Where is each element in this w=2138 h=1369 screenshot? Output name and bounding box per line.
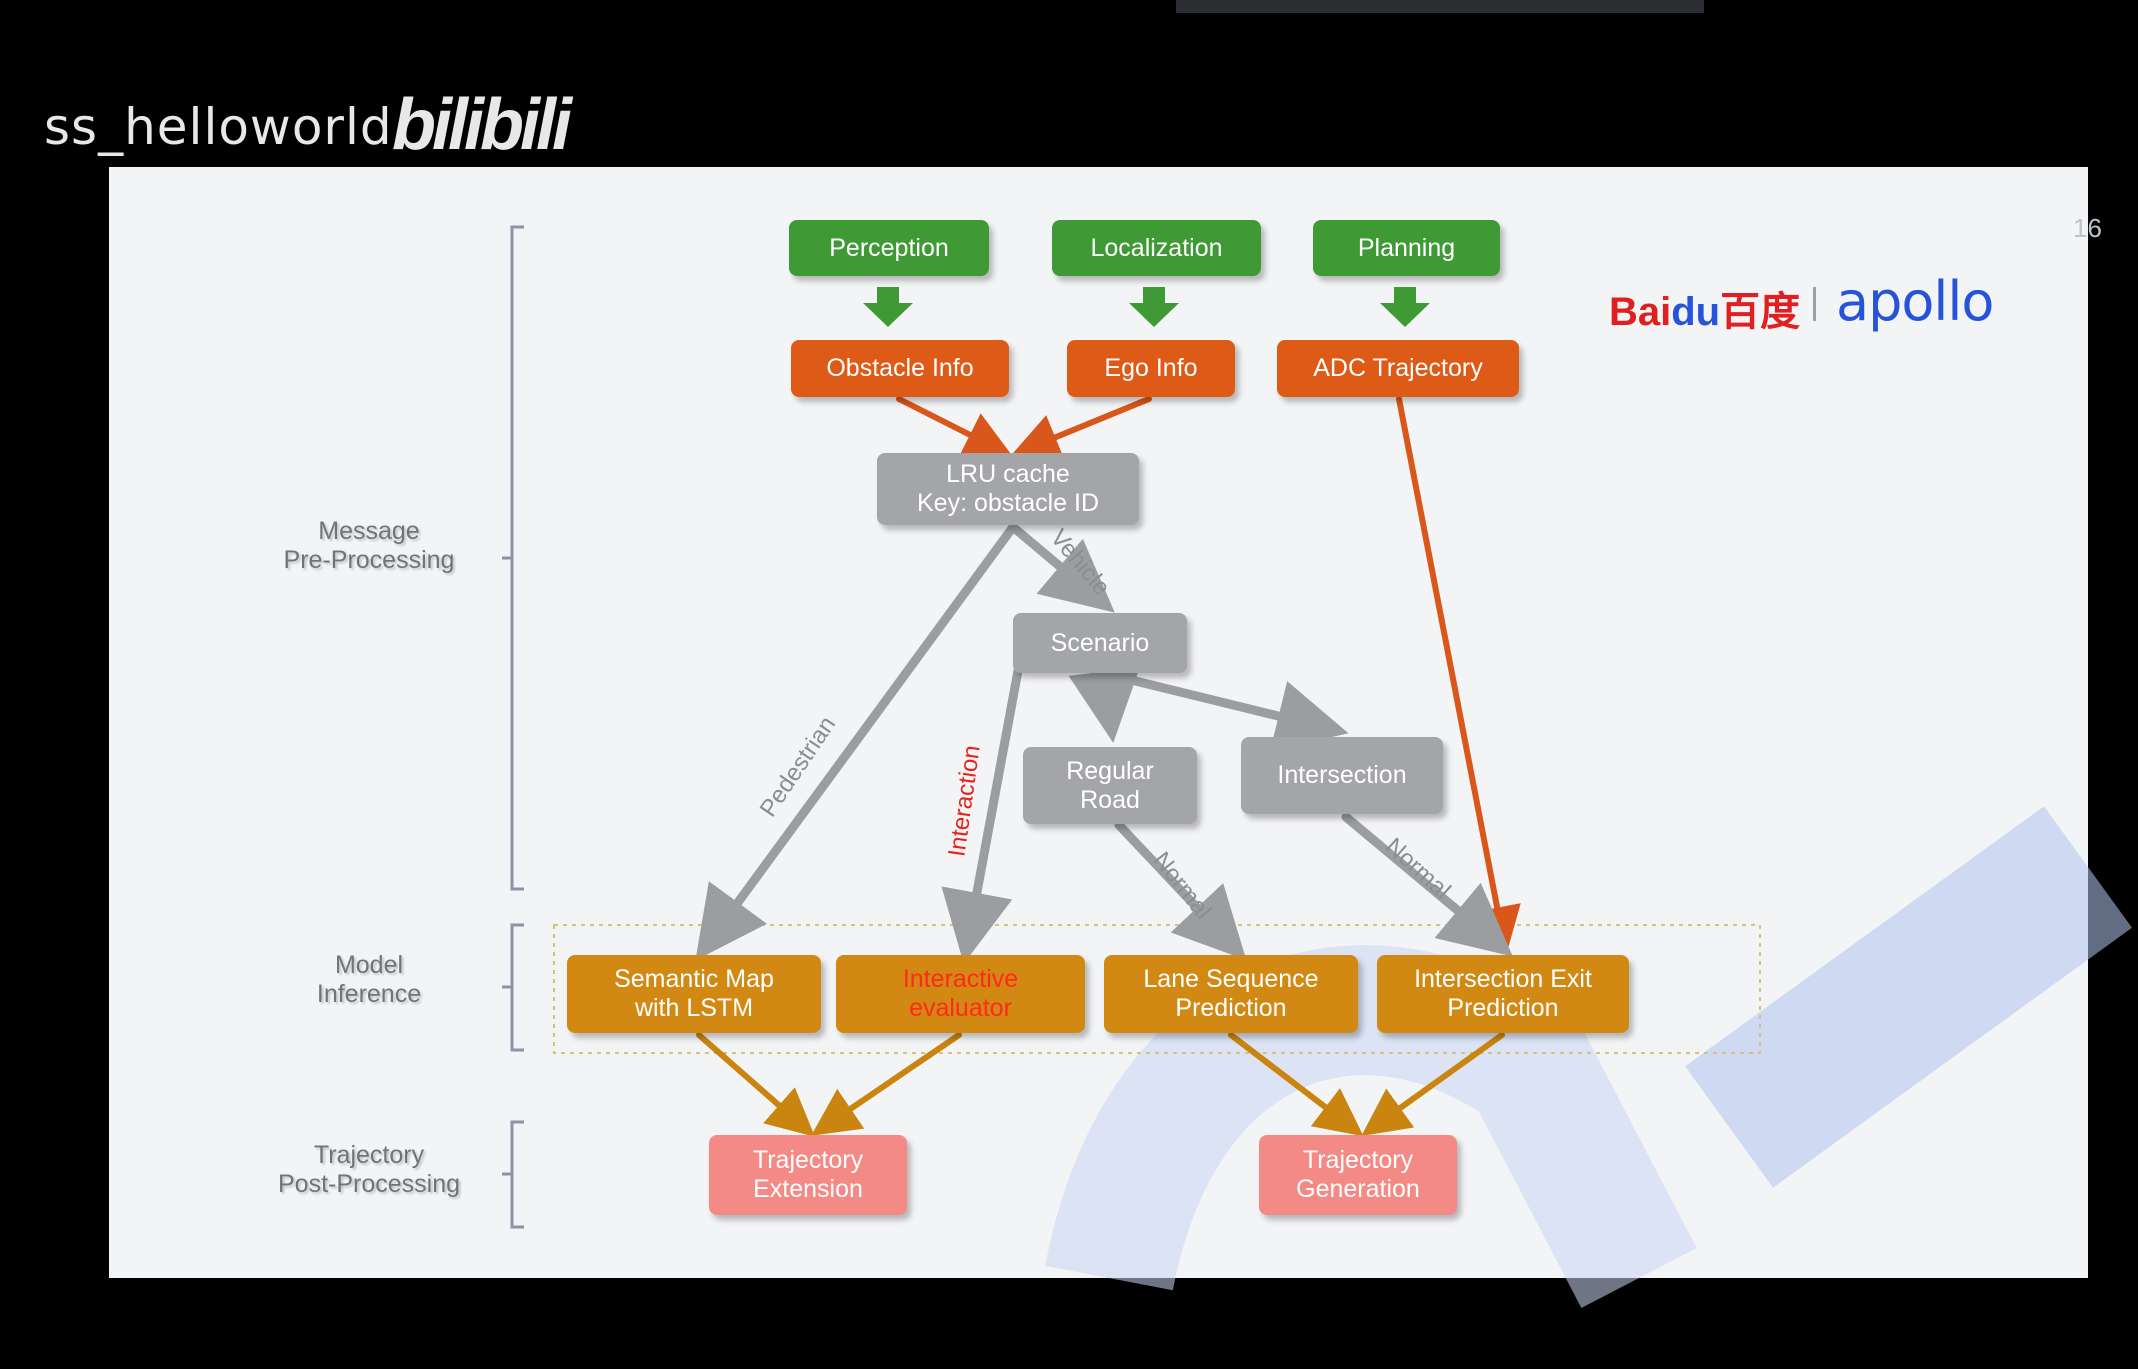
semantic-map-lstm-node: Semantic Map with LSTM bbox=[567, 955, 821, 1033]
connectors bbox=[502, 225, 1761, 1229]
logo-separator bbox=[1813, 287, 1816, 321]
interactive-evaluator-node: Interactive evaluator bbox=[836, 955, 1085, 1033]
inference-region bbox=[553, 924, 1761, 1054]
adc-trajectory-node: ADC Trajectory bbox=[1277, 340, 1519, 397]
apollo-logo: apollo bbox=[1836, 270, 1994, 333]
stage-label-preprocessing: Message Pre-Processing bbox=[283, 517, 455, 574]
scenario-node: Scenario bbox=[1013, 613, 1187, 673]
planning-node: Planning bbox=[1313, 220, 1500, 276]
baidu-logo: Baidu百度 bbox=[1609, 290, 1801, 334]
perception-node: Perception bbox=[789, 220, 989, 276]
regular-road-node: Regular Road bbox=[1023, 747, 1197, 824]
lane-sequence-node: Lane Sequence Prediction bbox=[1104, 955, 1358, 1033]
stage-brackets bbox=[502, 225, 524, 1229]
trajectory-generation-node: Trajectory Generation bbox=[1259, 1135, 1457, 1215]
page-number: 16 bbox=[2073, 213, 2102, 243]
stage-label-postprocessing: Trajectory Post-Processing bbox=[277, 1141, 461, 1198]
obstacle-info-node: Obstacle Info bbox=[791, 340, 1009, 397]
localization-node: Localization bbox=[1052, 220, 1261, 276]
green-down-arrows bbox=[863, 287, 1430, 327]
paw-icon: du bbox=[1671, 290, 1721, 334]
bilibili-logo: bilibili bbox=[392, 85, 572, 165]
intersection-exit-node: Intersection Exit Prediction bbox=[1377, 955, 1629, 1033]
stage-label-inference: Model Inference bbox=[316, 951, 422, 1008]
video-top-bar bbox=[1176, 0, 1704, 13]
slide: 16 Baidu百度 apollo bbox=[109, 167, 2132, 1309]
trajectory-extension-node: Trajectory Extension bbox=[709, 1135, 907, 1215]
uploader-watermark: ss_helloworld bbox=[44, 98, 393, 156]
ego-info-node: Ego Info bbox=[1067, 340, 1235, 397]
intersection-node: Intersection bbox=[1241, 737, 1443, 814]
